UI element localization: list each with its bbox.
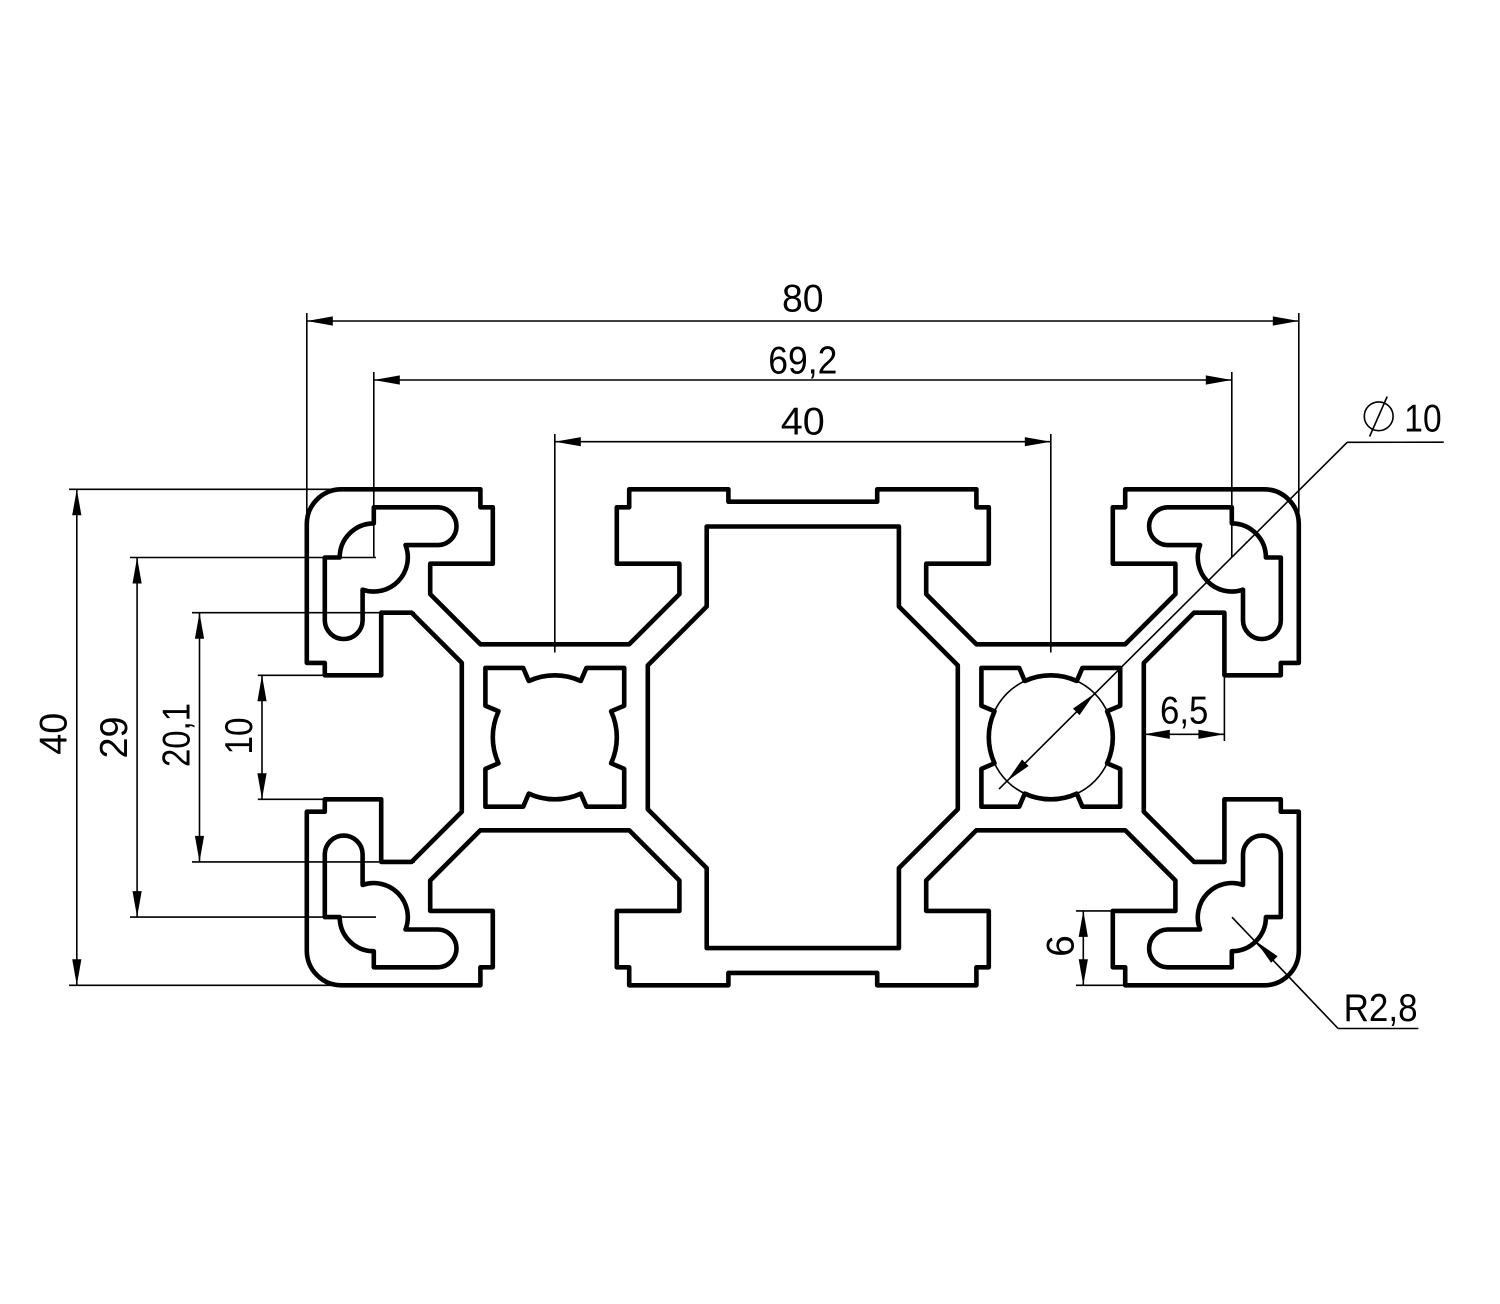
svg-text:40: 40 [32, 713, 75, 755]
svg-text:6: 6 [1039, 935, 1082, 957]
svg-text:10: 10 [218, 718, 261, 755]
svg-text:R2,8: R2,8 [1344, 987, 1418, 1030]
svg-text:10: 10 [1404, 398, 1441, 441]
svg-text:40: 40 [781, 401, 825, 444]
svg-text:29: 29 [93, 717, 136, 759]
svg-text:69,2: 69,2 [768, 339, 837, 382]
svg-text:6,5: 6,5 [1160, 689, 1208, 732]
svg-text:20,1: 20,1 [156, 703, 199, 767]
svg-text:80: 80 [782, 278, 824, 321]
